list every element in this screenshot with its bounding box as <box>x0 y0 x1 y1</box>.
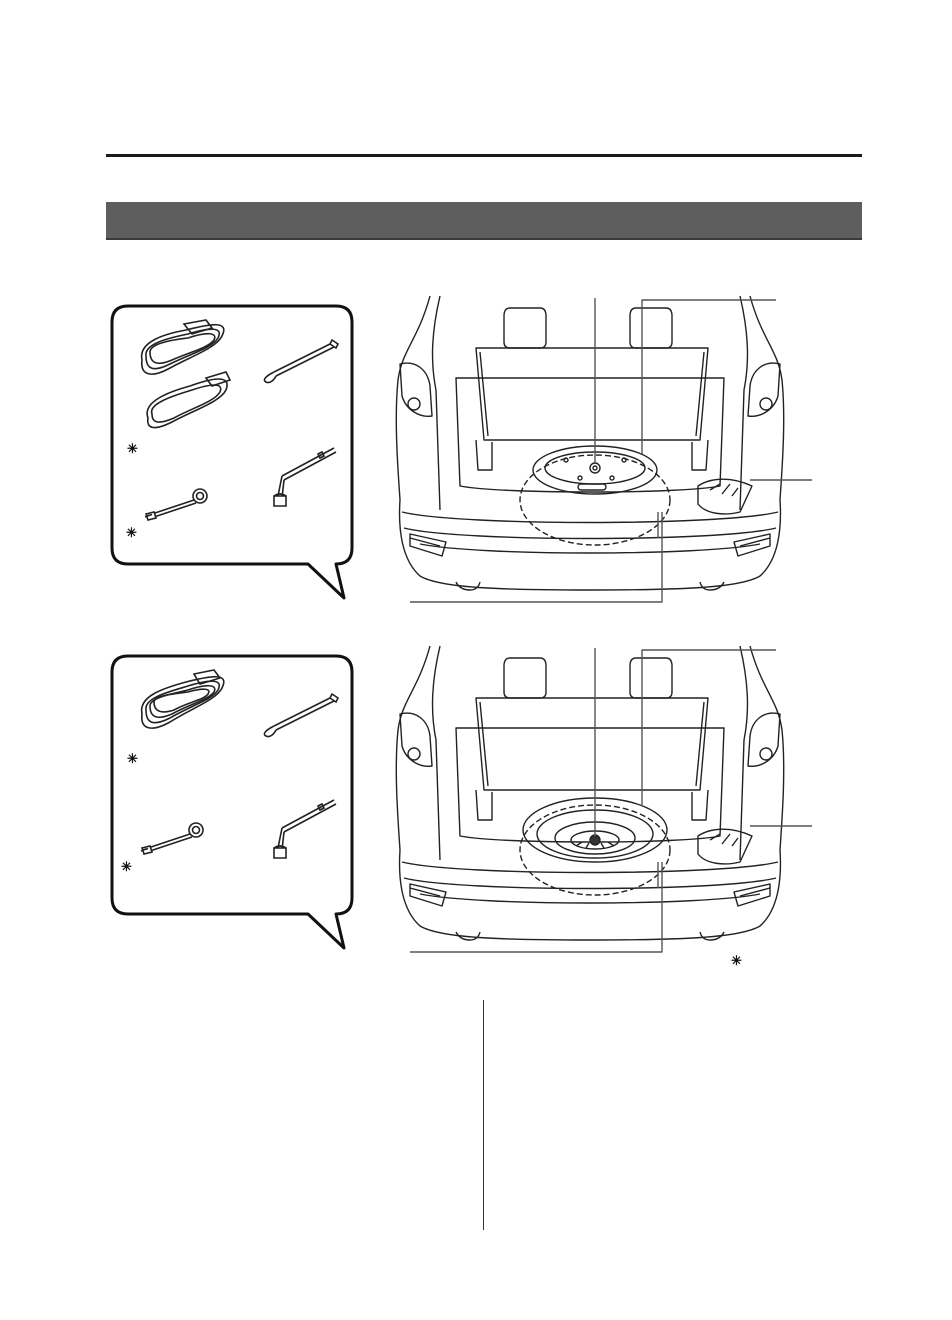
callout-mark-eyebolt-2: ✳ <box>121 859 132 874</box>
callout-mark-chain-2: ✳ <box>127 751 138 766</box>
footnote-mark: ✳ <box>731 953 742 968</box>
tire-chain-icon <box>140 669 225 729</box>
header-rule <box>106 154 862 157</box>
callout-mark-eyebolt: ✳ <box>126 525 137 540</box>
tire-chain-icon <box>140 319 232 429</box>
vehicle-rear-icon <box>395 645 812 953</box>
lug-wrench-icon <box>273 447 337 507</box>
column-divider <box>483 1000 484 1230</box>
towing-eyebolt-icon <box>140 822 204 855</box>
vehicle-rear-icon <box>395 295 812 603</box>
jack-handle-icon <box>263 692 340 738</box>
towing-eyebolt-icon <box>144 488 208 521</box>
callout-mark-chain: ✳ <box>127 441 138 456</box>
jack-handle-icon <box>263 338 340 384</box>
section-title-bar <box>106 202 862 240</box>
lug-wrench-icon <box>273 799 337 859</box>
